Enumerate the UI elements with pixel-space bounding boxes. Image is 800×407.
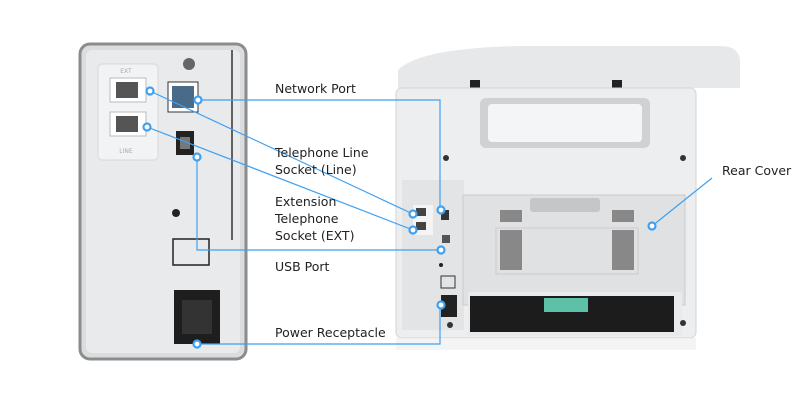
line-socket-leader	[146, 126, 414, 231]
power-leader	[197, 305, 441, 345]
ext-socket-leader	[149, 90, 414, 215]
network-port-label: Network Port	[275, 81, 356, 96]
network-port-leader	[198, 99, 441, 206]
power-receptacle-label: Power Receptacle	[275, 325, 386, 340]
telephone-line-label-1: Telephone Line	[275, 145, 369, 160]
extension-label-3: Socket (EXT)	[275, 228, 355, 243]
leader-lines	[146, 90, 713, 345]
usb-port-leader	[196, 157, 441, 251]
rear-cover-label: Rear Cover	[722, 163, 792, 178]
extension-label-1: Extension	[275, 194, 337, 209]
printer-body	[395, 46, 740, 350]
callout-dots	[142, 86, 657, 349]
inset-panel: EXT LINE	[78, 42, 248, 361]
usb-port-label: USB Port	[275, 259, 330, 274]
line-mark: LINE	[119, 148, 133, 155]
extension-label-2: Telephone	[275, 211, 339, 226]
rear-cover-leader	[651, 177, 713, 227]
ext-mark: EXT	[120, 68, 132, 75]
telephone-line-label-2: Socket (Line)	[275, 162, 357, 177]
